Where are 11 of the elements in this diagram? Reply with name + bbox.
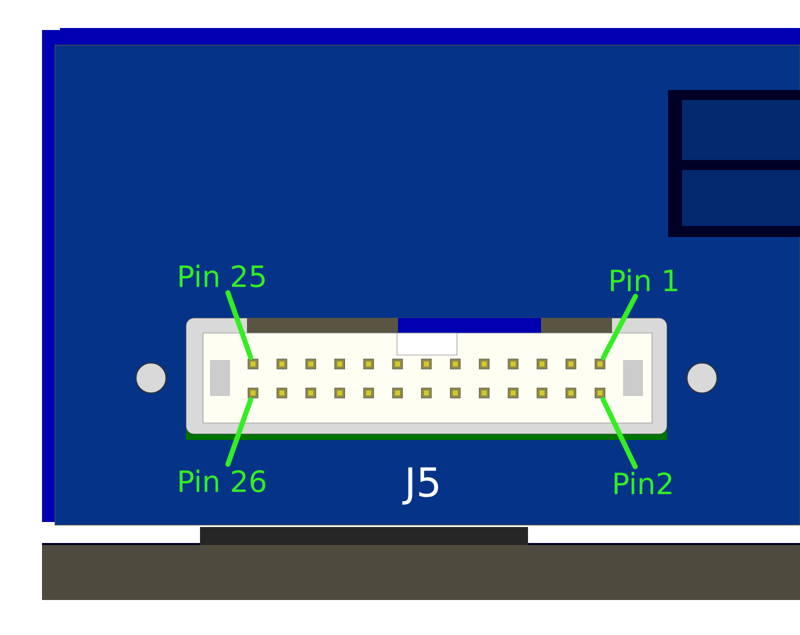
pin-label: Pin 1 bbox=[611, 268, 678, 292]
pin-label: Pin 26 bbox=[180, 470, 266, 492]
pin bbox=[594, 388, 606, 398]
pin-label: Pin2 bbox=[614, 472, 672, 494]
leader-line bbox=[225, 396, 254, 467]
leader-line bbox=[600, 396, 638, 470]
pin-label: Pin 25 bbox=[180, 264, 265, 288]
pin bbox=[594, 358, 606, 370]
pin bbox=[248, 358, 258, 370]
connector-label: J5 bbox=[402, 467, 438, 505]
pin bbox=[248, 388, 258, 398]
